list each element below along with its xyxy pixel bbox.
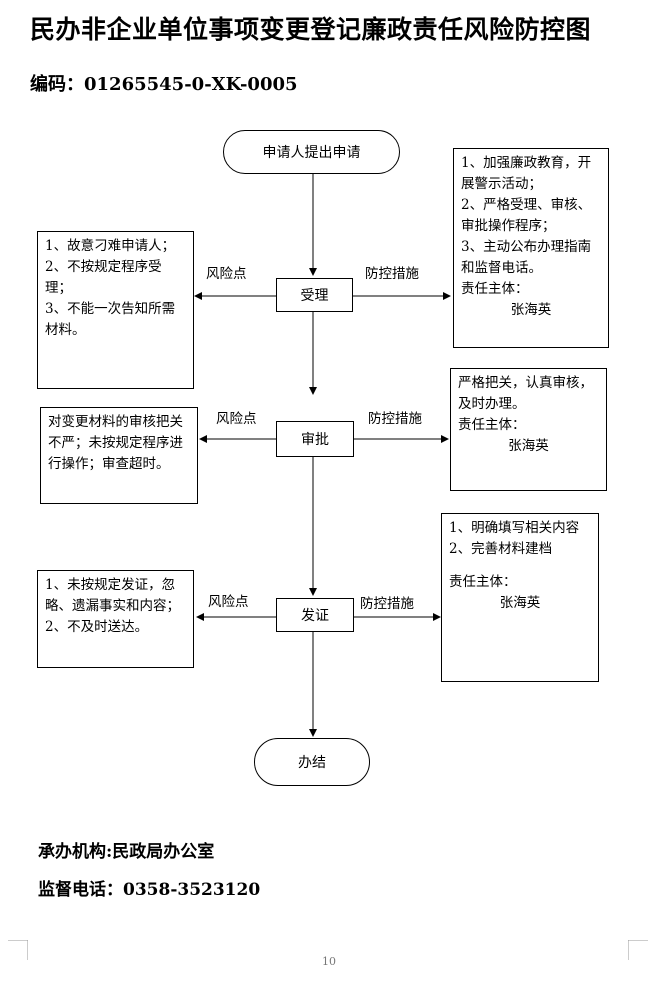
step-accept-label: 受理 <box>300 288 329 304</box>
measure-approve-person: 张海英 <box>508 438 549 454</box>
measure-label-accept: 防控措施 <box>365 266 419 282</box>
measure-accept-item-3: 3、主动公布办理指南和监督电话。 <box>461 239 592 276</box>
start-node: 申请人提出申请 <box>223 130 400 174</box>
step-approve-label: 审批 <box>301 432 329 448</box>
end-node: 办结 <box>254 738 370 786</box>
page-number: 10 <box>322 955 336 968</box>
end-node-label: 办结 <box>298 755 326 771</box>
risk-box-approve: 对变更材料的审核把关不严；未按规定程序进行操作；审查超时。 <box>40 407 198 504</box>
measure-label-approve: 防控措施 <box>368 411 422 427</box>
step-certify-label: 发证 <box>301 608 329 624</box>
risk-label-approve: 风险点 <box>216 411 257 427</box>
risk-accept-item-3: 3、不能一次告知所需材料。 <box>45 301 176 338</box>
page-title: 民办非企业单位事项变更登记廉政责任风险防控图 <box>30 15 592 44</box>
measure-box-approve: 严格把关，认真审核，及时办理。 责任主体： 张海英 <box>450 368 607 491</box>
step-approve: 审批 <box>276 421 354 457</box>
measure-accept-item-1: 1、加强廉政教育，开展警示活动； <box>461 155 592 192</box>
step-accept: 受理 <box>276 278 353 312</box>
risk-label-certify: 风险点 <box>208 594 249 610</box>
step-certify: 发证 <box>276 598 354 632</box>
page-corner-mark-right <box>628 940 648 960</box>
risk-box-certify: 1、未按规定发证，忽略、遗漏事实和内容； 2、不及时送达。 <box>37 570 194 668</box>
measure-box-certify: 1、明确填写相关内容 2、完善材料建档 责任主体： 张海英 <box>441 513 599 682</box>
measure-certify-item-2: 2、完善材料建档 <box>449 541 553 557</box>
measure-accept-person: 张海英 <box>510 302 552 318</box>
measure-certify-item-1: 1、明确填写相关内容 <box>449 520 580 536</box>
agency-line: 承办机构:民政局办公室 <box>38 842 215 862</box>
page-corner-mark-left <box>8 940 28 960</box>
measure-box-accept: 1、加强廉政教育，开展警示活动； 2、严格受理、审核、审批操作程序； 3、主动公… <box>453 148 609 348</box>
measure-certify-resp: 责任主体： <box>449 574 517 590</box>
risk-accept-item-2: 2、不按规定程序受理； <box>45 259 162 296</box>
measure-approve-resp: 责任主体： <box>458 417 526 433</box>
risk-box-accept: 1、故意刁难申请人； 2、不按规定程序受理； 3、不能一次告知所需材料。 <box>37 231 194 389</box>
measure-approve-item-1: 严格把关，认真审核，及时办理。 <box>458 375 593 412</box>
risk-approve-item-1: 对变更材料的审核把关不严；未按规定程序进行操作；审查超时。 <box>48 414 183 472</box>
start-node-label: 申请人提出申请 <box>262 145 361 161</box>
phone-line: 监督电话：0358-3523120 <box>38 880 261 900</box>
measure-certify-person: 张海英 <box>499 595 541 611</box>
risk-certify-item-2: 2、不及时送达。 <box>45 619 149 635</box>
measure-label-certify: 防控措施 <box>360 596 414 612</box>
measure-accept-resp: 责任主体： <box>461 281 529 297</box>
document-code: 编码：01265545-0-XK-0005 <box>30 74 298 95</box>
risk-label-accept: 风险点 <box>206 266 247 282</box>
risk-accept-item-1: 1、故意刁难申请人； <box>45 238 176 254</box>
measure-accept-item-2: 2、严格受理、审核、审批操作程序； <box>461 197 592 234</box>
risk-certify-item-1: 1、未按规定发证，忽略、遗漏事实和内容； <box>45 577 180 614</box>
